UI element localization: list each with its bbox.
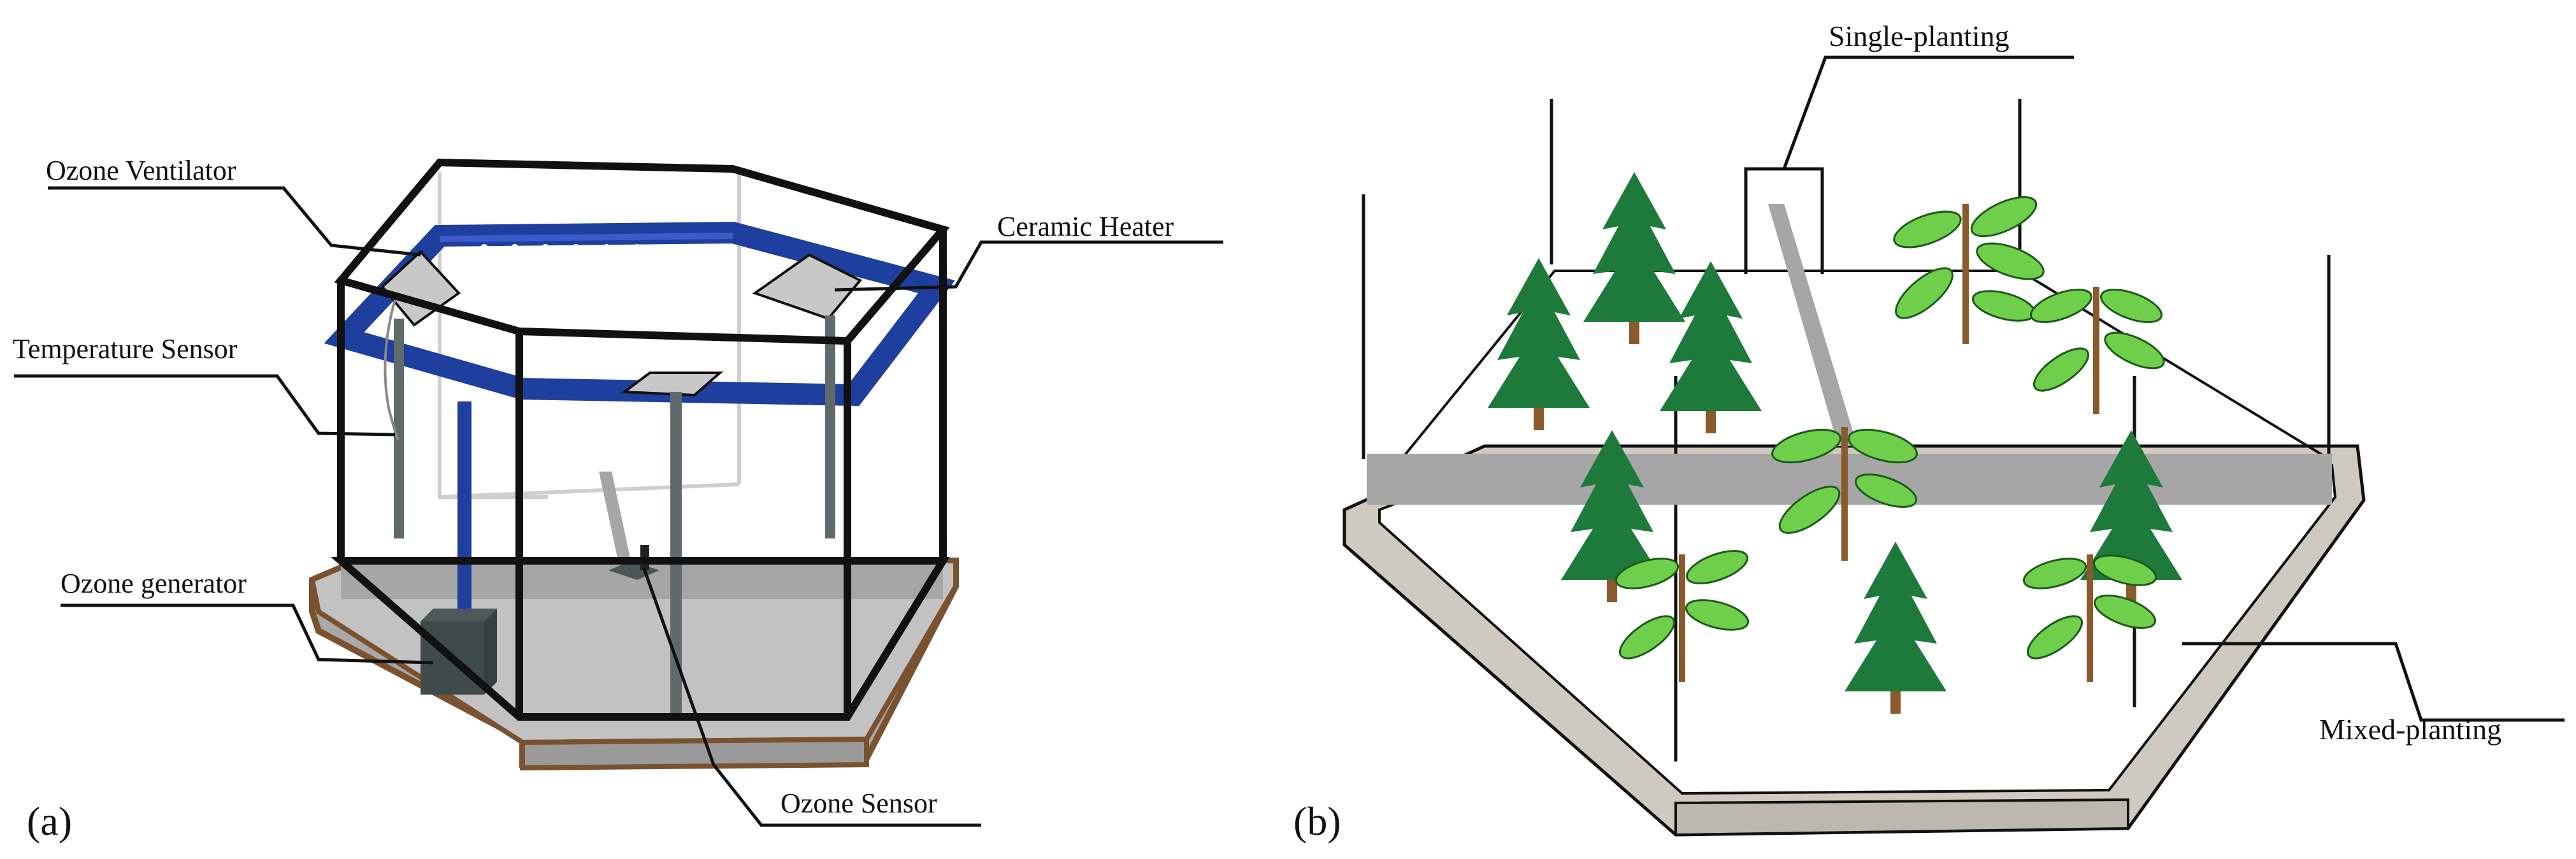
- panel-b-callouts: [1744, 55, 2565, 722]
- pine-tree: [1660, 261, 1762, 433]
- panel-a-tag: (a): [27, 798, 72, 844]
- sensor-arm: [599, 472, 631, 561]
- chamber-frame: [331, 158, 950, 721]
- planting-top-perimeter: [1400, 270, 2330, 460]
- callout-mixed-planting: [2182, 642, 2565, 722]
- pine-trees: [1488, 172, 2182, 714]
- pine-tree: [1583, 172, 1685, 344]
- callout-temperature-sensor: [14, 374, 396, 437]
- broadleaf-sapling: [1893, 196, 2045, 344]
- broadleaf-sapling: [2030, 287, 2165, 414]
- callout-ozone-sensor: [642, 567, 981, 827]
- broadleaf-sapling: [1615, 550, 1750, 682]
- callout-ceramic-heater: [834, 240, 1223, 292]
- temperature-sensor-cable: [384, 299, 399, 440]
- label-ozone-ventilator: Ozone Ventilator: [46, 155, 236, 186]
- label-ozone-sensor: Ozone Sensor: [781, 788, 937, 819]
- label-ceramic-heater: Ceramic Heater: [997, 211, 1174, 242]
- ceramic-heater-panel: [752, 253, 863, 321]
- callout-single-bracket: [1744, 167, 1824, 274]
- panel-a-callouts: [14, 186, 1223, 827]
- pine-tree: [1845, 542, 1946, 714]
- ozone-generator-box: [421, 609, 497, 695]
- label-mixed-planting: Mixed-planting: [2319, 713, 2501, 746]
- label-ozone-generator: Ozone generator: [61, 568, 247, 599]
- callout-single-planting: [1782, 55, 2074, 170]
- callout-ozone-generator: [61, 603, 434, 665]
- pine-tree: [1488, 258, 1590, 430]
- callout-ozone-ventilator: [48, 186, 421, 257]
- broadleaf-sapling: [1771, 427, 1918, 561]
- label-single-planting: Single-planting: [1829, 20, 2010, 52]
- broadleaf-saplings: [1615, 196, 2165, 682]
- panel-b-tag: (b): [1293, 798, 1341, 844]
- label-temperature-sensor: Temperature Sensor: [13, 333, 238, 365]
- panel-a-open-top-chamber: Ozone Ventilator Ceramic Heater Temperat…: [13, 155, 1223, 844]
- pine-tree: [1561, 430, 1663, 602]
- vent-holes: [480, 244, 702, 252]
- divider-wall-single: [1768, 204, 1857, 446]
- broadleaf-sapling: [2022, 554, 2157, 682]
- panel-b-planting-layout: Single-planting Mixed-planting (b): [1293, 20, 2565, 844]
- support-posts: [394, 315, 835, 717]
- divider-band: [1367, 454, 2332, 505]
